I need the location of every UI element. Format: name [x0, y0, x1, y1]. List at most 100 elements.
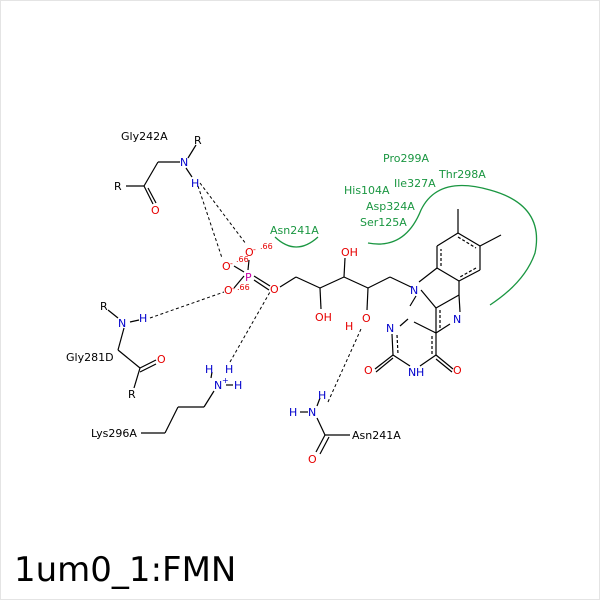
atom-h-lys-2: H: [225, 363, 233, 376]
bond-asn-n-c: [316, 417, 326, 436]
atom-p: P: [245, 271, 252, 284]
bond-rib-3: [319, 276, 345, 289]
hydrogen-bonds: [149, 182, 362, 403]
label-ser125: Ser125A: [360, 216, 407, 229]
atom-r-gly281-n: R: [100, 300, 108, 313]
bond-p-o4-2: [253, 279, 270, 291]
atom-o3-minus: -: [230, 259, 233, 268]
bond-gly281-n-h: [129, 319, 140, 323]
atom-h-n3-flavin: H: [416, 366, 424, 379]
diagram-title: 1um0_1:FMN: [14, 550, 237, 590]
atom-n10-flavin: N: [410, 284, 418, 297]
atom-o2-minus: -: [253, 245, 256, 254]
bond-fm-5: [418, 267, 438, 283]
bond-rib-oh2: [343, 257, 346, 278]
bond-fb-3: [457, 232, 481, 247]
label-gly242: Gly242A: [121, 130, 168, 143]
bond-lys-nh-top: [210, 371, 213, 379]
atom-n-gly242: N: [180, 156, 188, 169]
atom-n3-flavin: N: [408, 366, 416, 379]
bond-p-o3: [233, 265, 245, 273]
bond-rib-2: [295, 276, 321, 289]
atom-r-gly242-c: R: [114, 180, 122, 193]
bond-gly281-c-o: [139, 359, 157, 369]
atom-r-gly281-c: R: [128, 388, 136, 401]
hbond-gly242-o2: [199, 182, 247, 245]
atom-o4-flavin: O: [453, 364, 462, 377]
bond-gly242-n-h: [185, 167, 193, 178]
atom-n-asn: N: [308, 406, 316, 419]
atom-n1-flavin: N: [386, 322, 394, 335]
hydrophobic-arc-pocket: [367, 184, 538, 306]
atom-o3-charge: .66: [236, 255, 249, 264]
bond-rib-oh1: [366, 287, 369, 311]
hydrophobic-arc-asn241: [274, 236, 319, 248]
hydrophobic-contacts: [274, 184, 538, 306]
bond-rib-5: [367, 276, 391, 289]
label-his104: His104A: [344, 184, 390, 197]
atom-o1-ribityl: O: [362, 312, 371, 325]
atom-o1-phosphate: O: [224, 284, 233, 297]
bond-rib-6: [389, 276, 412, 288]
bond-fl-7: [413, 321, 437, 334]
atom-o1-charge: .66: [237, 283, 250, 292]
hbond-asn-oh1: [327, 328, 362, 403]
bond-p-o2: [247, 259, 250, 271]
bond-gly242-ca-c: [143, 161, 159, 187]
label-thr298: Thr298A: [438, 168, 486, 181]
hbond-lys-o4: [229, 291, 271, 363]
atom-o2-phosphate: O: [245, 246, 254, 259]
bond-rib-oh3: [319, 287, 322, 310]
atom-o-asn: O: [308, 453, 317, 466]
bond-fl-c2o: [374, 354, 394, 370]
bond-fl-4: [392, 354, 411, 367]
atom-oh2-ribityl: OH: [341, 246, 358, 259]
label-asn241-bottom: Asn241A: [352, 429, 401, 442]
atom-h-gly242: H: [191, 177, 199, 190]
bond-fl-3b: [396, 334, 399, 355]
label-asp324: Asp324A: [366, 200, 415, 213]
atom-h-lys-3: H: [234, 379, 242, 392]
bond-fl-2: [399, 318, 409, 327]
bond-fm-4: [458, 294, 461, 313]
bond-fl-1: [409, 295, 417, 307]
label-asn241-arc: Asn241A: [270, 224, 319, 237]
bond-gly242-c-o-2: [147, 187, 157, 204]
bond-fl-5: [419, 354, 437, 367]
bond-gly281-c-o-2: [139, 363, 157, 373]
bond-fm-1: [420, 289, 437, 309]
atom-o3-phosphate: O: [222, 260, 231, 273]
bond-gly242-r-n: [187, 144, 197, 159]
atom-o2-flavin: O: [364, 364, 373, 377]
bond-fb-me2: [479, 234, 502, 247]
bond-fb-2: [436, 232, 459, 247]
bond-gly242-c-o: [143, 185, 154, 205]
label-gly281: Gly281D: [66, 351, 114, 364]
atom-r-gly242-n: R: [194, 134, 202, 147]
bond-gly281-n-ca: [117, 327, 125, 351]
atom-o1-minus: -: [232, 284, 235, 293]
atom-h-asn-left: H: [289, 406, 297, 419]
atom-n5-flavin: N: [453, 313, 461, 326]
atom-h-asn-top: H: [318, 389, 326, 402]
bond-fb-5b: [459, 267, 477, 278]
bond-p-o4: [253, 275, 271, 287]
bond-rib-1: [279, 276, 297, 288]
atom-o2-charge: .66: [260, 242, 273, 251]
bond-asn-n-h2: [316, 397, 321, 407]
bond-lys-4: [203, 390, 215, 408]
atom-h-lys-1: H: [205, 363, 213, 376]
bond-lys-2: [164, 406, 179, 434]
label-pro299: Pro299A: [383, 152, 429, 165]
label-lys296: Lys296A: [91, 427, 137, 440]
atom-h-gly281: H: [139, 312, 147, 325]
bond-fb-3b: [457, 236, 477, 249]
bond-asn-c-o-2: [319, 436, 330, 455]
bond-fl-c2o-2: [375, 357, 394, 373]
atom-o4-phosphate: O: [270, 283, 279, 296]
atom-n-lys: N: [214, 379, 222, 392]
atom-n-gly281: N: [118, 317, 126, 330]
label-ile327: Ile327A: [394, 177, 436, 190]
